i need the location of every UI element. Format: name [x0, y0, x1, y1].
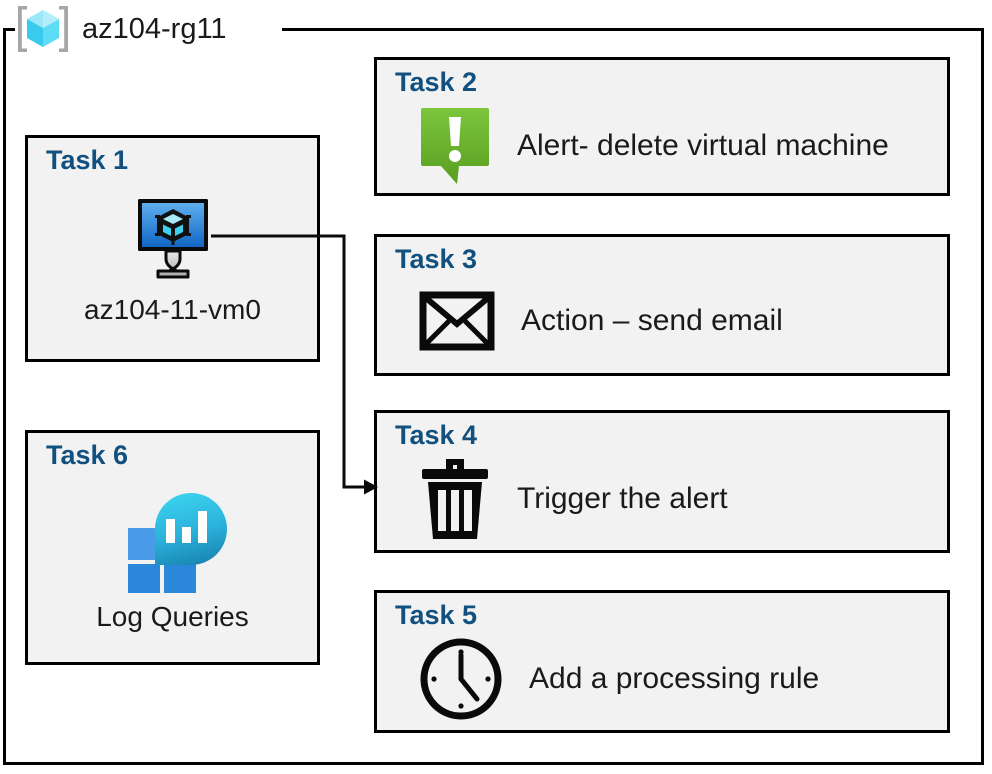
task-5-row: Add a processing rule: [419, 637, 935, 721]
resource-group-name: az104-rg11: [82, 12, 227, 45]
azure-resource-group-icon: [18, 6, 68, 52]
log-analytics-icon: [127, 493, 227, 593]
resource-group-frame-top-right: [282, 28, 984, 31]
clock-icon: [420, 638, 502, 720]
task-4-label: Trigger the alert: [517, 482, 728, 515]
task-6-caption: Log Queries: [96, 601, 249, 632]
task-2-row: Alert- delete virtual machine: [419, 106, 935, 186]
task-3-row: Action – send email: [419, 285, 935, 357]
task-3-box[interactable]: Task 3 Action – send email: [374, 234, 950, 376]
task-5-icon-wrap: [419, 637, 503, 721]
task-2-box[interactable]: Task 2 Alert- delete vir: [374, 57, 950, 196]
task-4-icon-wrap: [419, 457, 491, 541]
task-3-label: Action – send email: [521, 304, 783, 337]
task-6-box[interactable]: Task 6: [25, 430, 320, 665]
resource-group-frame-top-left: [3, 28, 15, 31]
resource-group-frame: [3, 28, 984, 765]
task-6-title: Task 6: [46, 440, 129, 470]
envelope-icon: [419, 291, 495, 351]
task-1-caption: az104-11-vm0: [84, 294, 261, 325]
task-5-title: Task 5: [395, 600, 478, 630]
task-4-title: Task 4: [395, 420, 478, 450]
task-2-label: Alert- delete virtual machine: [517, 129, 889, 162]
task-1-box[interactable]: Task 1: [25, 135, 320, 362]
task-2-icon-wrap: [419, 106, 491, 186]
task-4-row: Trigger the alert: [419, 457, 935, 541]
task-3-title: Task 3: [395, 244, 478, 274]
resource-group-header: az104-rg11: [14, 2, 227, 56]
task-6-icon-wrap: [28, 485, 317, 593]
trash-can-icon: [422, 459, 488, 539]
task-4-box[interactable]: Task 4 Trigger the alert: [374, 410, 950, 553]
virtual-machine-icon: [137, 199, 208, 279]
task-1-icon-wrap: [28, 196, 317, 282]
task-1-title: Task 1: [46, 145, 129, 175]
task-5-box[interactable]: Task 5 Add a processing rule: [374, 590, 950, 733]
alert-callout-icon: [421, 108, 489, 184]
task-3-icon-wrap: [419, 291, 495, 351]
task-2-title: Task 2: [395, 67, 478, 97]
task-5-label: Add a processing rule: [529, 662, 820, 695]
